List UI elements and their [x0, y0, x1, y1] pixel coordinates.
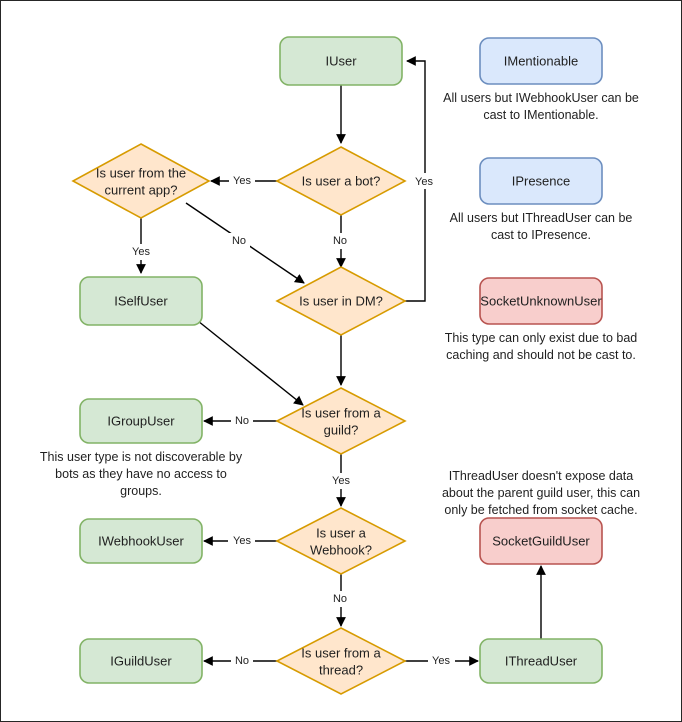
edge-label-isbot-yes: Yes — [233, 175, 251, 187]
node-iwebhookuser[interactable]: IWebhookUser — [79, 518, 203, 564]
node-is-user-a-bot-label: Is user a bot? — [302, 173, 381, 188]
note-socketunknownuser-line2: caching and should not be cast to. — [446, 348, 636, 362]
edge-label-isthread-no: No — [235, 655, 249, 667]
node-is-user-from-guild-label-line1: Is user from a — [301, 405, 381, 420]
node-is-user-from-thread-label-line2: thread? — [319, 662, 363, 677]
node-is-user-in-dm[interactable]: Is user in DM? — [275, 266, 407, 336]
note-igroupuser: This user type is not discoverable by bo… — [40, 450, 243, 498]
node-socketunknownuser[interactable]: SocketUnknownUser — [479, 277, 603, 325]
notes: All users but IWebhookUser can be cast t… — [40, 91, 640, 517]
node-socketguilduser[interactable]: SocketGuildUser — [479, 517, 603, 565]
node-iguilduser-label: IGuildUser — [110, 653, 172, 668]
edge-label-isdm-yes: Yes — [415, 176, 433, 188]
note-ipresence-line1: All users but IThreadUser can be — [450, 211, 633, 225]
node-iuser[interactable]: IUser — [279, 36, 403, 86]
edge-label-isbot-no: No — [333, 235, 347, 247]
node-ithreaduser-label: IThreadUser — [505, 653, 578, 668]
node-socketguilduser-label: SocketGuildUser — [492, 533, 590, 548]
node-igroupuser[interactable]: IGroupUser — [79, 398, 203, 444]
note-ipresence-line2: cast to IPresence. — [491, 228, 591, 242]
note-socketguilduser-line1: IThreadUser doesn't expose data — [449, 469, 633, 483]
node-iselfuser[interactable]: ISelfUser — [79, 276, 203, 326]
node-socketunknownuser-label: SocketUnknownUser — [480, 293, 602, 308]
note-socketguilduser-line3: only be fetched from socket cache. — [444, 503, 637, 517]
node-iwebhookuser-label: IWebhookUser — [98, 533, 184, 548]
edge-label-currentapp-yes: Yes — [132, 246, 150, 258]
edge-label-iswebhook-yes: Yes — [233, 535, 251, 547]
node-is-user-from-guild[interactable]: Is user from a guild? — [275, 387, 407, 455]
node-is-user-in-dm-label: Is user in DM? — [299, 293, 383, 308]
node-is-user-a-bot[interactable]: Is user a bot? — [275, 146, 407, 216]
edge-label-currentapp-no: No — [232, 235, 246, 247]
edge-iselfuser-to-isguild — [197, 320, 304, 406]
node-ipresence[interactable]: IPresence — [479, 157, 603, 205]
edge-label-isguild-no: No — [235, 415, 249, 427]
note-imentionable-line1: All users but IWebhookUser can be — [443, 91, 639, 105]
node-imentionable-label: IMentionable — [504, 53, 578, 68]
note-ipresence: All users but IThreadUser can be cast to… — [450, 211, 633, 242]
node-iselfuser-label: ISelfUser — [114, 293, 168, 308]
note-imentionable: All users but IWebhookUser can be cast t… — [443, 91, 639, 122]
edge-label-iswebhook-no: No — [333, 593, 347, 605]
note-igroupuser-line2: bots as they have no access to — [55, 467, 227, 481]
node-is-user-from-current-app[interactable]: Is user from the current app? — [71, 143, 211, 219]
node-is-user-a-webhook-label-line2: Webhook? — [310, 542, 372, 557]
note-imentionable-line2: cast to IMentionable. — [483, 108, 598, 122]
edge-labels: Yes Yes Yes No No No Yes Yes No No Yes — [128, 172, 455, 669]
node-is-user-from-thread[interactable]: Is user from a thread? — [275, 627, 407, 695]
note-igroupuser-line1: This user type is not discoverable by — [40, 450, 243, 464]
edge-label-isthread-yes: Yes — [432, 655, 450, 667]
node-is-user-from-thread-label-line1: Is user from a — [301, 645, 381, 660]
note-igroupuser-line3: groups. — [120, 484, 162, 498]
note-socketunknownuser: This type can only exist due to bad cach… — [445, 331, 638, 362]
node-ithreaduser[interactable]: IThreadUser — [479, 638, 603, 684]
note-socketguilduser: IThreadUser doesn't expose data about th… — [442, 469, 640, 517]
nodes: IUser Is user a bot? Is user from the cu… — [71, 36, 603, 695]
node-iguilduser[interactable]: IGuildUser — [79, 638, 203, 684]
node-imentionable[interactable]: IMentionable — [479, 37, 603, 85]
node-igroupuser-label: IGroupUser — [107, 413, 175, 428]
node-iuser-label: IUser — [325, 53, 357, 68]
node-is-user-from-current-app-label-line2: current app? — [105, 182, 178, 197]
node-is-user-a-webhook-label-line1: Is user a — [316, 525, 367, 540]
note-socketunknownuser-line1: This type can only exist due to bad — [445, 331, 638, 345]
edge-label-isguild-yes: Yes — [332, 475, 350, 487]
node-is-user-from-guild-label-line2: guild? — [324, 422, 359, 437]
node-is-user-a-webhook[interactable]: Is user a Webhook? — [275, 507, 407, 575]
node-is-user-from-current-app-label-line1: Is user from the — [96, 165, 186, 180]
note-socketguilduser-line2: about the parent guild user, this can — [442, 486, 640, 500]
node-ipresence-label: IPresence — [512, 173, 571, 188]
